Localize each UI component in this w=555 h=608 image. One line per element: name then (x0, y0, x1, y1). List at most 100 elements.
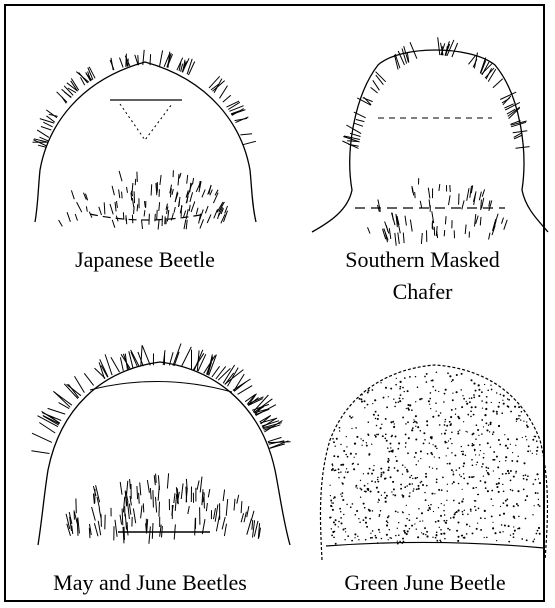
stipple-dot (521, 538, 523, 540)
stipple-dot (526, 479, 528, 481)
stipple-dot (426, 531, 428, 533)
stipple-dot (460, 476, 462, 478)
stipple-dot (409, 376, 411, 378)
stipple-dot (510, 444, 511, 445)
stipple-dot (387, 469, 389, 471)
stipple-dot (453, 481, 455, 483)
stipple-dot (526, 495, 528, 497)
stipple-dot (334, 524, 336, 526)
stipple-dot (414, 421, 416, 423)
stipple-dot (463, 498, 465, 500)
stipple-dot (374, 399, 376, 401)
stipple-dot (505, 445, 507, 447)
stipple-dot (514, 406, 516, 408)
stipple-dot (539, 505, 541, 507)
stipple-dot (525, 474, 527, 476)
stipple-dot (365, 522, 367, 524)
stipple-dot (417, 386, 419, 388)
stipple-dot (372, 403, 373, 404)
stipple-dot (525, 518, 527, 520)
stipple-dot (394, 494, 396, 496)
stipple-dot (400, 386, 402, 388)
stipple-dot (347, 471, 348, 472)
stipple-dot (345, 471, 346, 472)
stipple-dot (346, 446, 347, 447)
stipple-dot (330, 505, 332, 507)
stipple-dot (485, 466, 487, 468)
stipple-dot (362, 440, 364, 442)
stipple-dot (407, 452, 409, 454)
stipple-dot (359, 488, 360, 489)
stipple-dot (485, 401, 487, 403)
stipple-dot (447, 463, 448, 464)
stipple-dot (366, 442, 367, 443)
stipple-dot (415, 477, 417, 479)
stipple-dot (527, 426, 529, 428)
stipple-dot (479, 454, 480, 455)
stipple-dot (473, 414, 475, 416)
stipple-dot (516, 438, 518, 440)
stipple-dot (416, 464, 417, 465)
stipple-dot (492, 522, 493, 523)
stipple-dot (371, 473, 373, 475)
stipple-dot (479, 444, 481, 446)
stipple-dot (427, 453, 429, 455)
stipple-dot (340, 471, 341, 472)
stipple-dot (508, 541, 510, 543)
stipple-dot (332, 465, 333, 466)
stipple-dot (452, 379, 454, 381)
stipple-dot (449, 421, 451, 423)
green-june-beetle-outline (320, 365, 547, 560)
stipple-dot (386, 534, 388, 536)
stipple-dot (490, 446, 491, 447)
stipple-dot (408, 409, 410, 411)
stipple-dot (483, 457, 485, 459)
stipple-dot (457, 521, 459, 523)
stipple-dot (389, 537, 391, 539)
stipple-dot (425, 473, 427, 475)
stipple-dot (429, 398, 431, 400)
stipple-dot (493, 470, 494, 471)
stipple-dot (534, 436, 536, 438)
stipple-dot (459, 474, 460, 475)
stipple-dot (496, 456, 498, 458)
stipple-dot (424, 527, 426, 529)
stipple-dot (457, 536, 459, 538)
stipple-dot (447, 484, 448, 485)
stipple-dot (483, 475, 484, 476)
stipple-dot (486, 537, 488, 539)
stipple-dot (395, 436, 397, 438)
stipple-dot (523, 489, 525, 491)
stipple-dot (429, 466, 430, 467)
stipple-dot (356, 485, 358, 487)
stipple-dot (420, 430, 422, 432)
stipple-dot (357, 536, 358, 537)
stipple-dot (461, 373, 463, 375)
stipple-dot (412, 427, 414, 429)
stipple-dot (394, 406, 396, 408)
stipple-dot (481, 433, 482, 434)
stipple-dot (381, 472, 382, 473)
stipple-dot (390, 450, 392, 452)
stipple-dot (354, 443, 356, 445)
stipple-dot (490, 498, 492, 500)
stipple-dot (399, 388, 401, 390)
stipple-dot (516, 460, 518, 462)
stipple-dot (464, 510, 465, 511)
stipple-dot (513, 476, 515, 478)
stipple-dot (496, 540, 497, 541)
stipple-dot (459, 467, 461, 469)
stipple-dot (471, 459, 473, 461)
stipple-dot (436, 468, 438, 470)
stipple-dot (498, 406, 500, 408)
stipple-dot (393, 398, 394, 399)
stipple-dot (374, 434, 376, 436)
stipple-dot (458, 431, 459, 432)
stipple-dot (492, 527, 494, 529)
stipple-dot (453, 471, 454, 472)
stipple-dot (365, 517, 367, 519)
stipple-dot (344, 539, 345, 540)
stipple-dot (367, 392, 369, 394)
stipple-dot (402, 538, 404, 540)
stipple-dot (346, 436, 347, 437)
